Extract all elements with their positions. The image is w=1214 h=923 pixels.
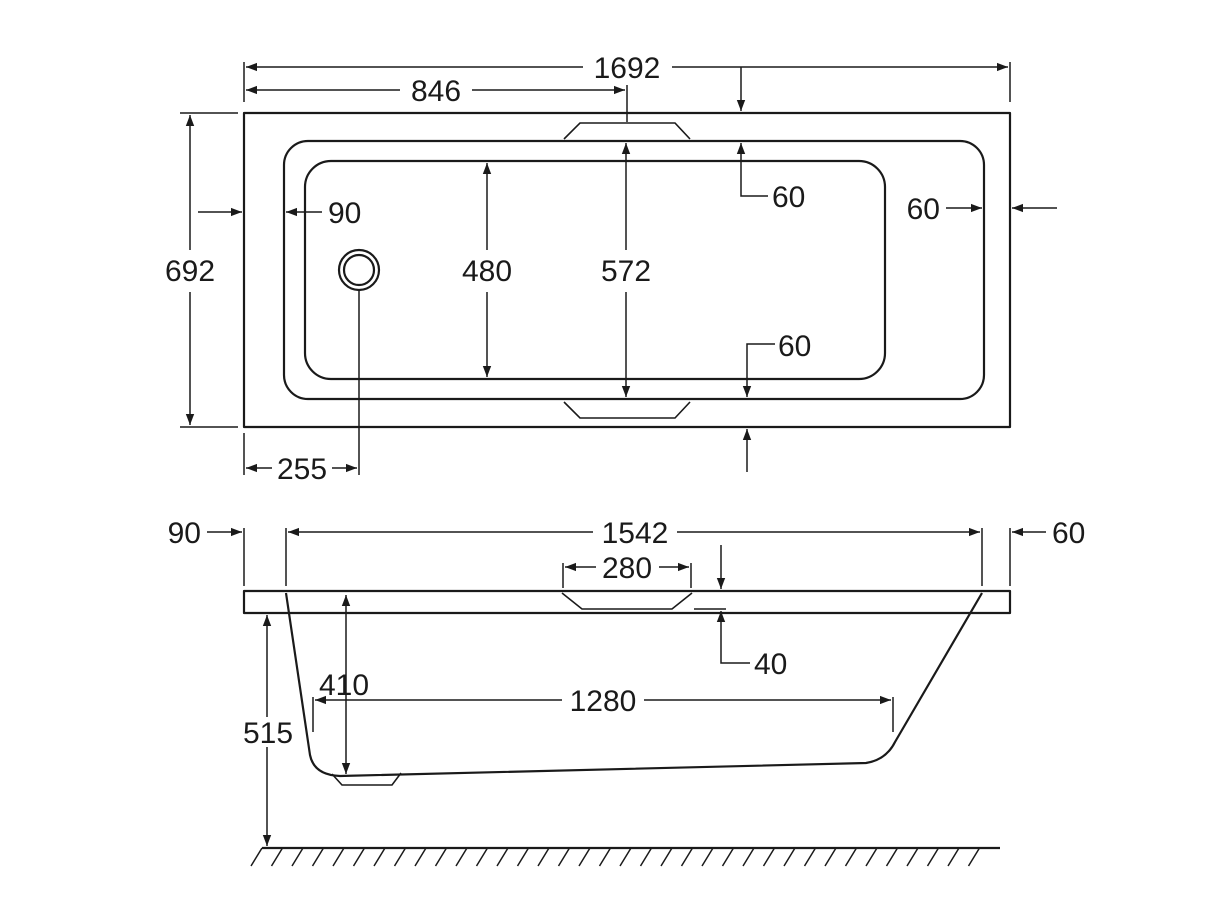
hatch-line: [885, 847, 899, 867]
dim-handle-depth: 40: [754, 648, 787, 681]
hatch-line: [680, 847, 694, 867]
dim-handle-width: 280: [602, 552, 652, 585]
hatch-line: [352, 847, 366, 867]
hatch-line: [496, 847, 509, 867]
dim-inner-width: 480: [462, 255, 512, 288]
hatch-line: [578, 847, 591, 867]
hatch-line: [803, 847, 817, 867]
hatch-line: [393, 847, 407, 867]
dim-side-rim-left: 90: [168, 517, 201, 550]
hatch-line: [250, 847, 263, 867]
tub-basin-top: [303, 159, 887, 381]
dim-rim-bottom: 60: [778, 330, 811, 363]
hatch-line: [742, 847, 755, 867]
hatch-line: [783, 847, 796, 867]
hatch-line: [598, 847, 612, 867]
hatch-line: [455, 847, 468, 867]
tub-rim-side: [242, 589, 1012, 615]
hatch-line: [639, 847, 653, 867]
handle-side: [561, 592, 693, 610]
rim-gap-left: [246, 600, 281, 603]
hatch-line: [291, 847, 304, 867]
top-view: 1692 846 692 90 60 60 60 480: [165, 52, 1057, 486]
dim-side-rim-right: 60: [1052, 517, 1085, 550]
hatch-line: [434, 847, 448, 867]
handle-top: [563, 122, 691, 140]
floor-hatching: [250, 847, 981, 867]
feet-side: [331, 772, 402, 786]
hatch-line: [824, 847, 837, 867]
hatch-line: [660, 847, 673, 867]
dim-bottom-length: 1280: [570, 685, 637, 718]
dim-rim-top: 60: [772, 181, 805, 214]
hatch-line: [926, 847, 940, 867]
dim-drain-offset: 255: [277, 453, 327, 486]
hatch-line: [619, 847, 632, 867]
tub-rim-inner-top: [282, 139, 986, 401]
dim-top-length: 1542: [602, 517, 669, 550]
hatch-line: [947, 847, 960, 867]
hatch-line: [373, 847, 386, 867]
dim-overall-length: 1692: [594, 52, 661, 85]
dim-overall-width: 692: [165, 255, 215, 288]
hatch-line: [332, 847, 345, 867]
side-view: 1542 90 60 280 40 410 1280 515: [168, 517, 1085, 867]
hatch-line: [414, 847, 427, 867]
handle-bottom: [563, 401, 691, 419]
hatch-line: [270, 847, 284, 867]
hatch-line: [557, 847, 571, 867]
drain-inner: [342, 253, 376, 287]
dim-half-length: 846: [411, 75, 461, 108]
hatch-line: [906, 847, 919, 867]
hatch-line: [721, 847, 735, 867]
hatch-line: [762, 847, 776, 867]
hatch-line: [844, 847, 858, 867]
dim-total-height: 515: [243, 717, 293, 750]
dim-rim-left: 90: [328, 197, 361, 230]
hatch-line: [516, 847, 530, 867]
dim-inner-depth: 410: [319, 669, 369, 702]
tub-body-side: [284, 592, 983, 778]
hatch-line: [967, 847, 981, 867]
dim-width-at-handles: 572: [601, 255, 651, 288]
hatch-line: [701, 847, 714, 867]
hatch-line: [865, 847, 878, 867]
hatch-line: [537, 847, 550, 867]
hatch-line: [311, 847, 325, 867]
hatch-line: [475, 847, 489, 867]
dim-rim-right: 60: [907, 193, 940, 226]
